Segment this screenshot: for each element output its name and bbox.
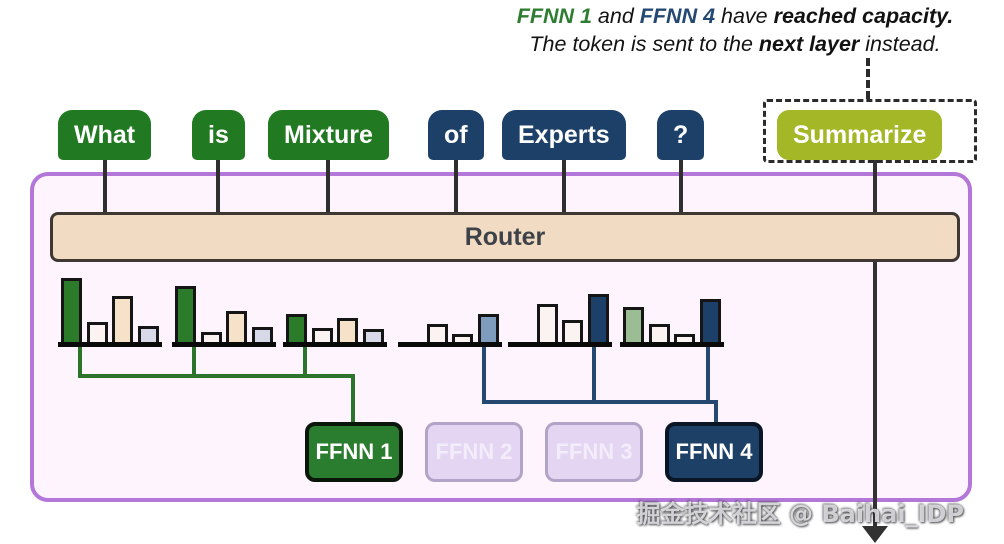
score-bar: [648, 324, 670, 342]
score-bar: [311, 328, 333, 342]
token-to-router-line: [216, 160, 221, 212]
score-bar: [426, 324, 448, 342]
token-label: of: [444, 120, 468, 149]
caption-segment: The token is sent to the: [529, 32, 759, 56]
caption-segment: FFNN 4: [639, 4, 716, 28]
score-bar: [61, 278, 82, 342]
token-to-router-line: [326, 160, 331, 212]
summarize-highlight-box: [763, 99, 977, 163]
expert-label: FFNN 1: [315, 439, 393, 464]
blue-drop-1-line: [482, 347, 486, 404]
token-: ?: [657, 110, 705, 212]
green-drop-2-line: [192, 347, 196, 378]
score-chart-is: [172, 265, 276, 347]
green-to-ffnn1-line: [351, 374, 355, 422]
caption-segment: have: [715, 4, 774, 28]
score-bar: [226, 311, 248, 342]
token-to-router-line: [678, 160, 683, 212]
token-to-router-line: [561, 160, 566, 212]
token-summarize: Summarize: [777, 110, 943, 160]
blue-drop-2-line: [592, 347, 596, 404]
caption-segment: reached capacity.: [773, 4, 954, 28]
token-label: Mixture: [284, 120, 373, 149]
expert-ffnn-4: FFNN 4: [665, 422, 763, 482]
token-what: What: [58, 110, 152, 212]
caption-line-1: FFNN 1 and FFNN 4 have reached capacity.: [470, 2, 1000, 30]
score-bar: [587, 294, 609, 342]
router-box: Router: [50, 212, 960, 262]
score-bar: [623, 307, 644, 342]
caption-segment: and: [591, 4, 640, 28]
blue-to-ffnn4-line: [714, 400, 718, 422]
caption-text: FFNN 1 and FFNN 4 have reached capacity.…: [470, 2, 1000, 58]
bypass-arrowhead-icon: [862, 526, 888, 543]
caption-segment: FFNN 1: [516, 4, 592, 28]
score-bar: [477, 314, 499, 342]
expert-ffnn-3: FFNN 3: [545, 422, 643, 482]
score-bar: [452, 334, 474, 342]
score-chart-what: [58, 265, 162, 347]
expert-ffnn-2: FFNN 2: [425, 422, 523, 482]
token-label: is: [208, 120, 229, 149]
green-drop-3-line: [303, 347, 307, 378]
token-label: Experts: [518, 120, 610, 149]
score-bar: [86, 322, 108, 342]
expert-label: FFNN 2: [435, 439, 513, 464]
blue-drop-3-line: [706, 347, 710, 404]
token-label: Summarize: [793, 120, 927, 149]
token-mixture: Mixture: [268, 110, 389, 212]
score-bar: [200, 332, 222, 342]
score-chart-: [620, 265, 724, 347]
score-bar: [536, 304, 558, 342]
caption-segment: instead.: [859, 32, 941, 56]
score-chart-of: [398, 265, 502, 347]
caption-line-2: The token is sent to the next layer inst…: [470, 30, 1000, 58]
token-label: What: [74, 120, 136, 149]
token-to-router-line: [102, 160, 107, 212]
score-bar: [137, 326, 159, 342]
score-bar: [674, 334, 696, 342]
expert-label: FFNN 3: [555, 439, 633, 464]
score-bar: [562, 320, 584, 342]
blue-bus-line: [482, 400, 718, 404]
score-bar: [286, 314, 307, 342]
green-drop-1-line: [78, 347, 82, 378]
score-chart-mixture: [283, 265, 387, 347]
watermark-text: 掘金技术社区 @ Baihai_IDP: [636, 500, 964, 528]
score-bar: [251, 327, 273, 342]
caption-dashed-connector: [866, 58, 870, 99]
expert-label: FFNN 4: [675, 439, 753, 464]
token-experts: Experts: [502, 110, 626, 212]
green-bus-line: [78, 374, 355, 378]
router-label: Router: [464, 222, 546, 251]
score-chart-experts: [508, 265, 612, 347]
token-of: of: [428, 110, 484, 212]
expert-ffnn-1: FFNN 1: [305, 422, 403, 482]
bypass-arrow-line: [873, 158, 877, 528]
caption-segment: next layer: [758, 32, 860, 56]
score-bar: [175, 286, 196, 342]
token-is: is: [192, 110, 245, 212]
score-bar: [337, 318, 359, 342]
score-bar: [112, 296, 134, 342]
score-bar: [699, 299, 721, 342]
token-to-router-line: [453, 160, 458, 212]
token-label: ?: [673, 120, 689, 149]
score-bar: [362, 329, 384, 342]
